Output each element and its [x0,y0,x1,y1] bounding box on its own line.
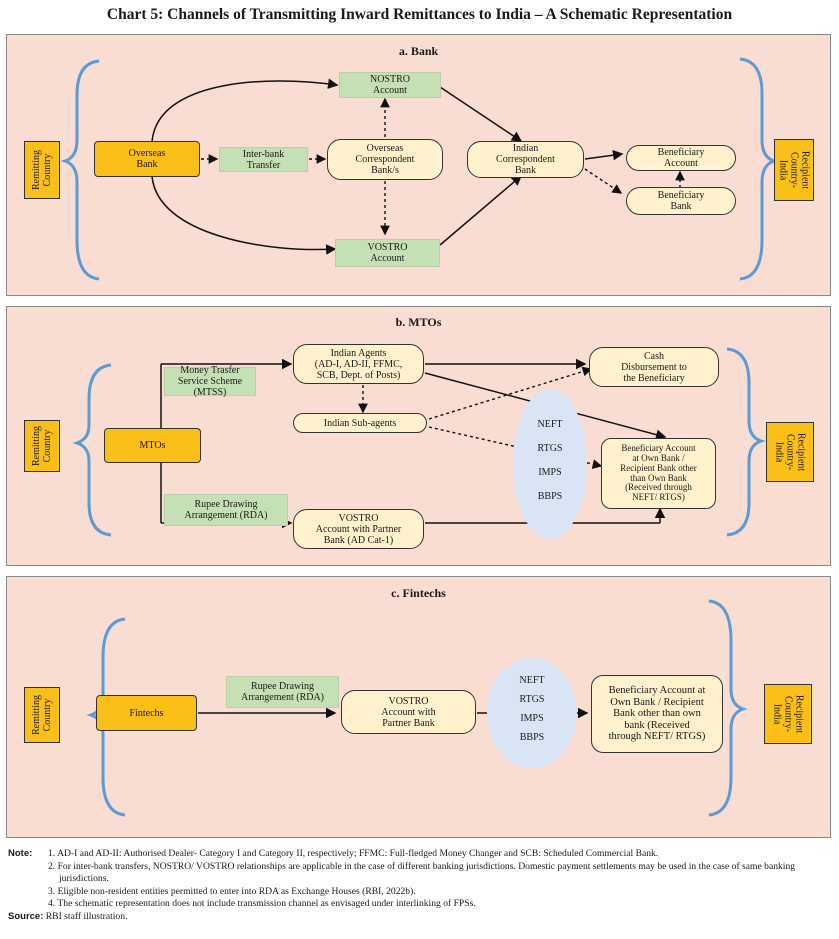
payment-system-neft: NEFT [519,675,545,686]
note-1: Note: 1. AD-I and AD-II: Authorised Deal… [8,848,659,859]
note-3: 3. Eligible non-resident entities permit… [48,885,416,897]
remitting-country-tag [24,141,60,199]
recipient-country-tag [764,684,812,744]
panel-bank-title: a. Bank [398,44,439,58]
remitting-country-tag [24,420,60,472]
panel-fintechs-title: c. Fintechs [391,586,446,600]
payment-system-rtgs: RTGS [519,694,545,705]
source-text: RBI staff illustration. [45,910,128,922]
note-2: 2. For inter-bank transfers, NOSTRO/ VOS… [48,860,796,885]
payment-system-bbps: BBPS [537,491,563,502]
note-4: 4. The schematic representation does not… [48,898,476,910]
payment-system-neft: NEFT [537,419,563,430]
source-label: Source: [8,910,44,922]
source-line: Source: RBI staff illustration. [8,911,830,924]
payment-system-rtgs: RTGS [537,443,563,454]
mtos-box: MTOs [104,428,201,463]
indian-subagents-box: Indian Sub-agents [293,413,427,433]
panel-fintechs: c. Fintechs NEFT RTGS IMPS BBPS Remittin… [6,576,831,838]
payment-system-imps: IMPS [520,713,544,724]
recipient-country-tag [766,422,814,482]
indian-agents-box: Indian Agents(AD-I, AD-II, FFMC,SCB, Dep… [293,344,424,384]
payment-system-imps: IMPS [538,467,562,478]
payment-systems-ellipse [513,389,587,539]
fintechs-box: Fintechs [96,695,197,731]
payment-system-bbps: BBPS [519,732,545,743]
note-label: Note: [8,848,33,859]
payment-systems-ellipse [487,658,577,768]
notes-section: Note: 1. AD-I and AD-II: Authorised Deal… [8,848,830,924]
chart-title: Chart 5: Channels of Transmitting Inward… [106,6,733,23]
remitting-country-tag [24,687,60,743]
panel-mtos-title: b. MTOs [395,315,442,329]
recipient-country-tag [774,139,814,201]
